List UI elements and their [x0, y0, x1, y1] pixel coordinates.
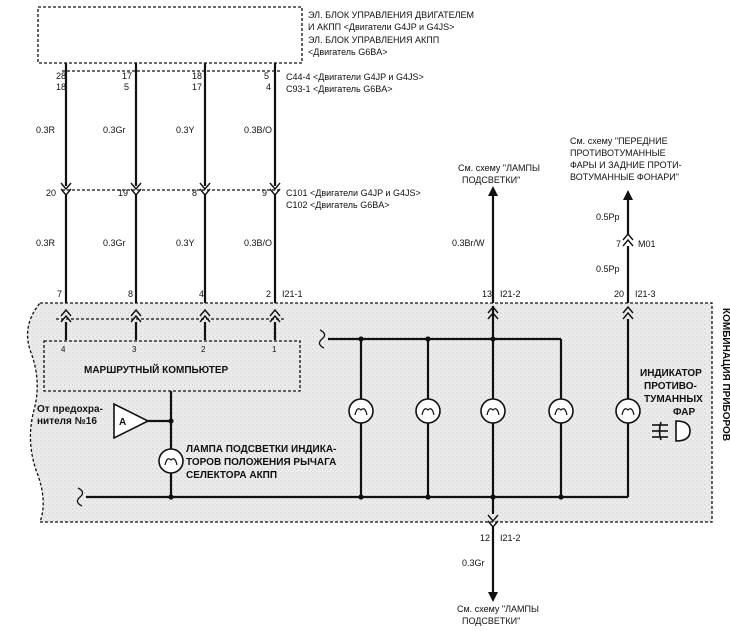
bus-break-right-icon [318, 329, 326, 349]
fog-ref-line2: ПРОТИВОТУМАННЫЕ [570, 148, 666, 158]
junction-dots [168, 336, 564, 500]
fog-conn: I21-3 [635, 289, 656, 299]
pin-mid-4: 9 [262, 188, 267, 198]
pin-top-b-2: 5 [124, 82, 129, 92]
cluster-title: КОМБИНАЦИЯ ПРИБОРОВ [720, 308, 730, 441]
junction-fuse [168, 418, 174, 424]
pin-i21-1-b: 8 [128, 289, 133, 299]
fog-indicator-filament-icon [621, 408, 635, 416]
fuse-a-triangle-icon [113, 402, 150, 440]
ground-conn: I21-2 [500, 533, 521, 543]
connector-chevrons-i21-1 [60, 308, 281, 323]
illum-in-arrow-icon [488, 186, 498, 196]
pin-i21-1-d: 2 [266, 289, 271, 299]
wire-label-bo-upper: 0.3B/O [244, 125, 272, 135]
pin-i21-1-a: 7 [57, 289, 62, 299]
fog-indicator-line1: ИНДИКАТОР [640, 368, 702, 379]
selector-lamp-line1: ЛАМПА ПОДСВЕТКИ ИНДИКА- [186, 444, 336, 455]
trip-pin-1: 4 [61, 345, 66, 354]
fog-indicator-bulb-icon [615, 398, 641, 424]
fog-m-conn: M01 [638, 239, 656, 249]
fuse-label-line1: От предохра- [37, 404, 103, 415]
fog-ref-line4: ВОТУМАННЫЕ ФОНАРИ" [570, 172, 679, 182]
wire-label-gr-upper: 0.3Gr [103, 125, 126, 135]
selector-lamp-line2: ТОРОВ ПОЛОЖЕНИЯ РЫЧАГА [186, 457, 336, 468]
ecu-box [37, 6, 303, 64]
wire-label-r-upper: 0.3R [36, 125, 56, 135]
illum-pin: 13 [482, 289, 492, 299]
connector-chevrons-m01 [622, 232, 634, 247]
fog-m-pin: 7 [616, 239, 621, 249]
fog-wire-label-2: 0.5Pp [596, 264, 620, 274]
pin-mid-3: 8 [192, 188, 197, 198]
fog-indicator-line4: ФАР [673, 407, 696, 418]
ground-ref-line2: ПОДСВЕТКИ" [462, 616, 520, 626]
pin-top-b-1: 18 [56, 82, 66, 92]
pin-top-b-4: 4 [266, 82, 271, 92]
pin-top-a-2: 17 [122, 71, 132, 81]
connector-chevrons-i21-2-top [487, 305, 499, 320]
fuse-label-line2: нителя №16 [37, 416, 97, 427]
pin-mid-2: 19 [118, 188, 128, 198]
ecu-label-line1: ЭЛ. БЛОК УПРАВЛЕНИЯ ДВИГАТЕЛЕМ [308, 10, 474, 20]
fog-ref-line1: См. схему "ПЕРЕДНИЕ [570, 136, 668, 146]
pin-mid-1: 20 [46, 188, 56, 198]
wire-label-r-lower: 0.3R [36, 238, 56, 248]
fog-in-arrow-icon [623, 190, 633, 200]
trip-pin-3: 2 [201, 345, 206, 354]
ground-ref-line1: См. схему "ЛАМПЫ [457, 604, 539, 614]
fog-pin: 20 [614, 289, 624, 299]
ecu-label-line3: ЭЛ. БЛОК УПРАВЛЕНИЯ АКПП [308, 35, 439, 45]
ground-pin: 12 [480, 533, 490, 543]
trip-pin-4: 1 [272, 345, 277, 354]
pin-top-a-3: 18 [192, 71, 202, 81]
ecu-label-line2: И АКПП <Двигатели G4JP и G4JS> [308, 22, 454, 32]
connector-c101-label: C101 <Двигатели G4JP и G4JS> [286, 188, 421, 198]
wire-label-y-lower: 0.3Y [176, 238, 195, 248]
connector-c102-label: C102 <Двигатель G6BA> [286, 200, 390, 210]
pin-top-a-4: 5 [264, 71, 269, 81]
illum-conn: I21-2 [500, 289, 521, 299]
pin-i21-1-c: 4 [199, 289, 204, 299]
pin-top-b-3: 17 [192, 82, 202, 92]
fuse-letter: A [119, 417, 126, 428]
connector-c93-label: C93-1 <Двигатель G6BA> [286, 84, 393, 94]
connector-c44-label: C44-4 <Двигатели G4JP и G4JS> [286, 72, 424, 82]
illum-wire-label: 0.3Br/W [452, 238, 485, 248]
trip-computer-label: МАРШРУТНЫЙ КОМПЬЮТЕР [84, 363, 229, 376]
connector-chevrons-i21-3 [622, 305, 634, 320]
trip-pin-2: 3 [132, 345, 137, 354]
connector-i21-1-label: I21-1 [282, 289, 303, 299]
fog-lamp-icon [652, 420, 691, 442]
connector-chevrons-c101 [60, 182, 281, 197]
wire-label-gr-lower: 0.3Gr [103, 238, 126, 248]
fog-wire-label-1: 0.5Pp [596, 212, 620, 222]
pin-top-a-1: 28 [56, 71, 66, 81]
bus-break-left-icon [76, 487, 84, 507]
illum-ref-line1: См. схему "ЛАМПЫ [458, 163, 540, 173]
selector-lamp-filament-icon [164, 458, 178, 466]
fog-ref-line3: ФАРЫ И ЗАДНИЕ ПРОТИ- [570, 160, 682, 170]
illumination-bulbs [348, 306, 574, 514]
ground-out-arrow-icon [488, 592, 498, 602]
trip-computer-box [43, 340, 301, 392]
illum-ref-line2: ПОДСВЕТКИ" [462, 175, 520, 185]
wire-label-bo-lower: 0.3B/O [244, 238, 272, 248]
wire-label-y-upper: 0.3Y [176, 125, 195, 135]
selector-lamp-line3: СЕЛЕКТОРА АКПП [186, 470, 277, 481]
ground-wire-label: 0.3Gr [462, 558, 485, 568]
fog-indicator-line2: ПРОТИВО- [644, 381, 697, 392]
ecu-label-line4: <Двигатель G6BA> [308, 47, 388, 57]
selector-lamp-bulb-icon [158, 448, 184, 474]
fog-indicator-line3: ТУМАННЫХ [644, 394, 703, 405]
